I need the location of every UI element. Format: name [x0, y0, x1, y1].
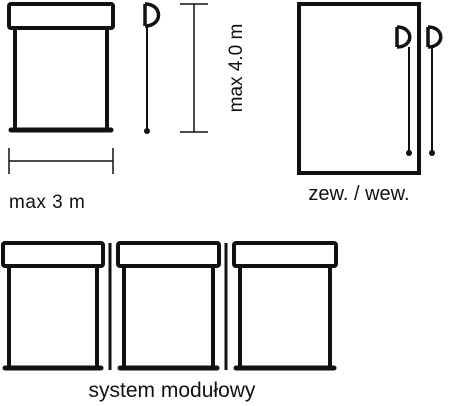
mounting-label: zew. / wew.: [308, 183, 409, 205]
crank-hook-icon: [143, 2, 161, 28]
side-profile-crank: [143, 2, 161, 134]
modular-system-view: [1, 241, 338, 371]
exterior-crank-icon: [395, 25, 412, 49]
crank-knob: [144, 128, 150, 134]
window-frame: [297, 2, 421, 175]
exterior-crank-knob: [406, 150, 412, 156]
module-3: [232, 241, 338, 371]
module-1: [1, 241, 105, 371]
module-2: [116, 241, 221, 371]
height-limit-label: max 4.0 m: [226, 24, 247, 113]
interior-crank-knob: [429, 150, 435, 156]
width-limit-label: max 3 m: [9, 192, 85, 213]
mounting-view: [297, 2, 443, 175]
cassette-top: [7, 2, 115, 30]
height-dimension: [180, 3, 208, 133]
interior-crank-icon: [426, 25, 443, 49]
modular-system-label: system modułowy: [89, 379, 256, 402]
single-blind-front-view: [7, 2, 115, 133]
width-dimension: [8, 148, 114, 174]
